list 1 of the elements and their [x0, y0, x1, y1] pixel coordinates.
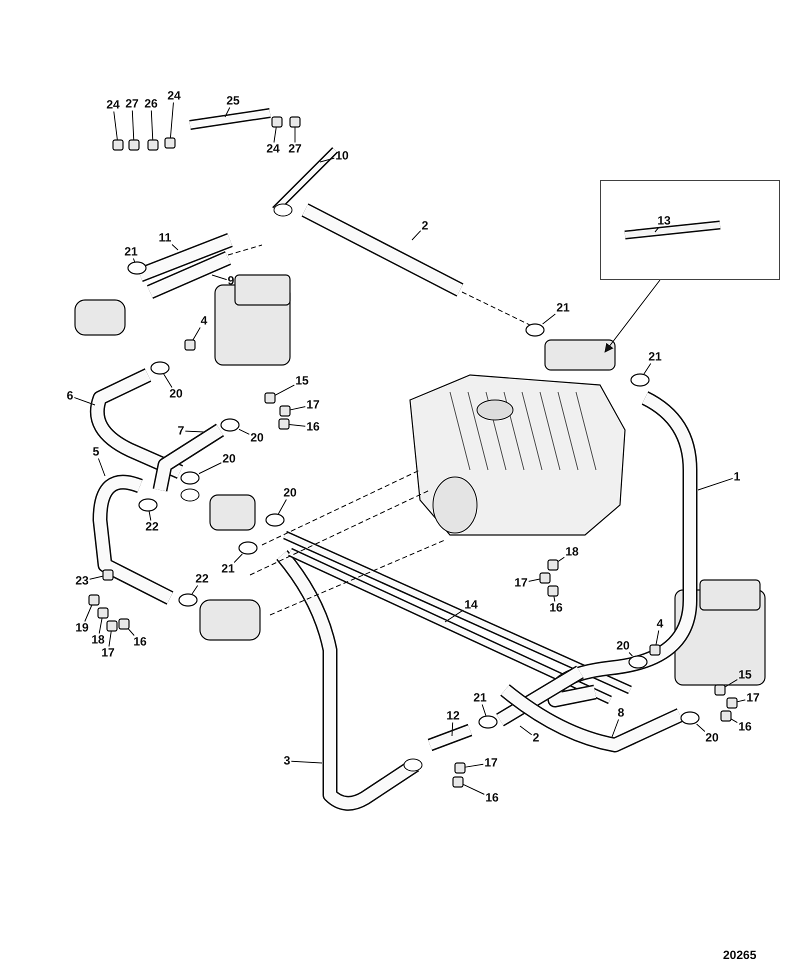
figure-number: 20265 — [723, 948, 756, 962]
